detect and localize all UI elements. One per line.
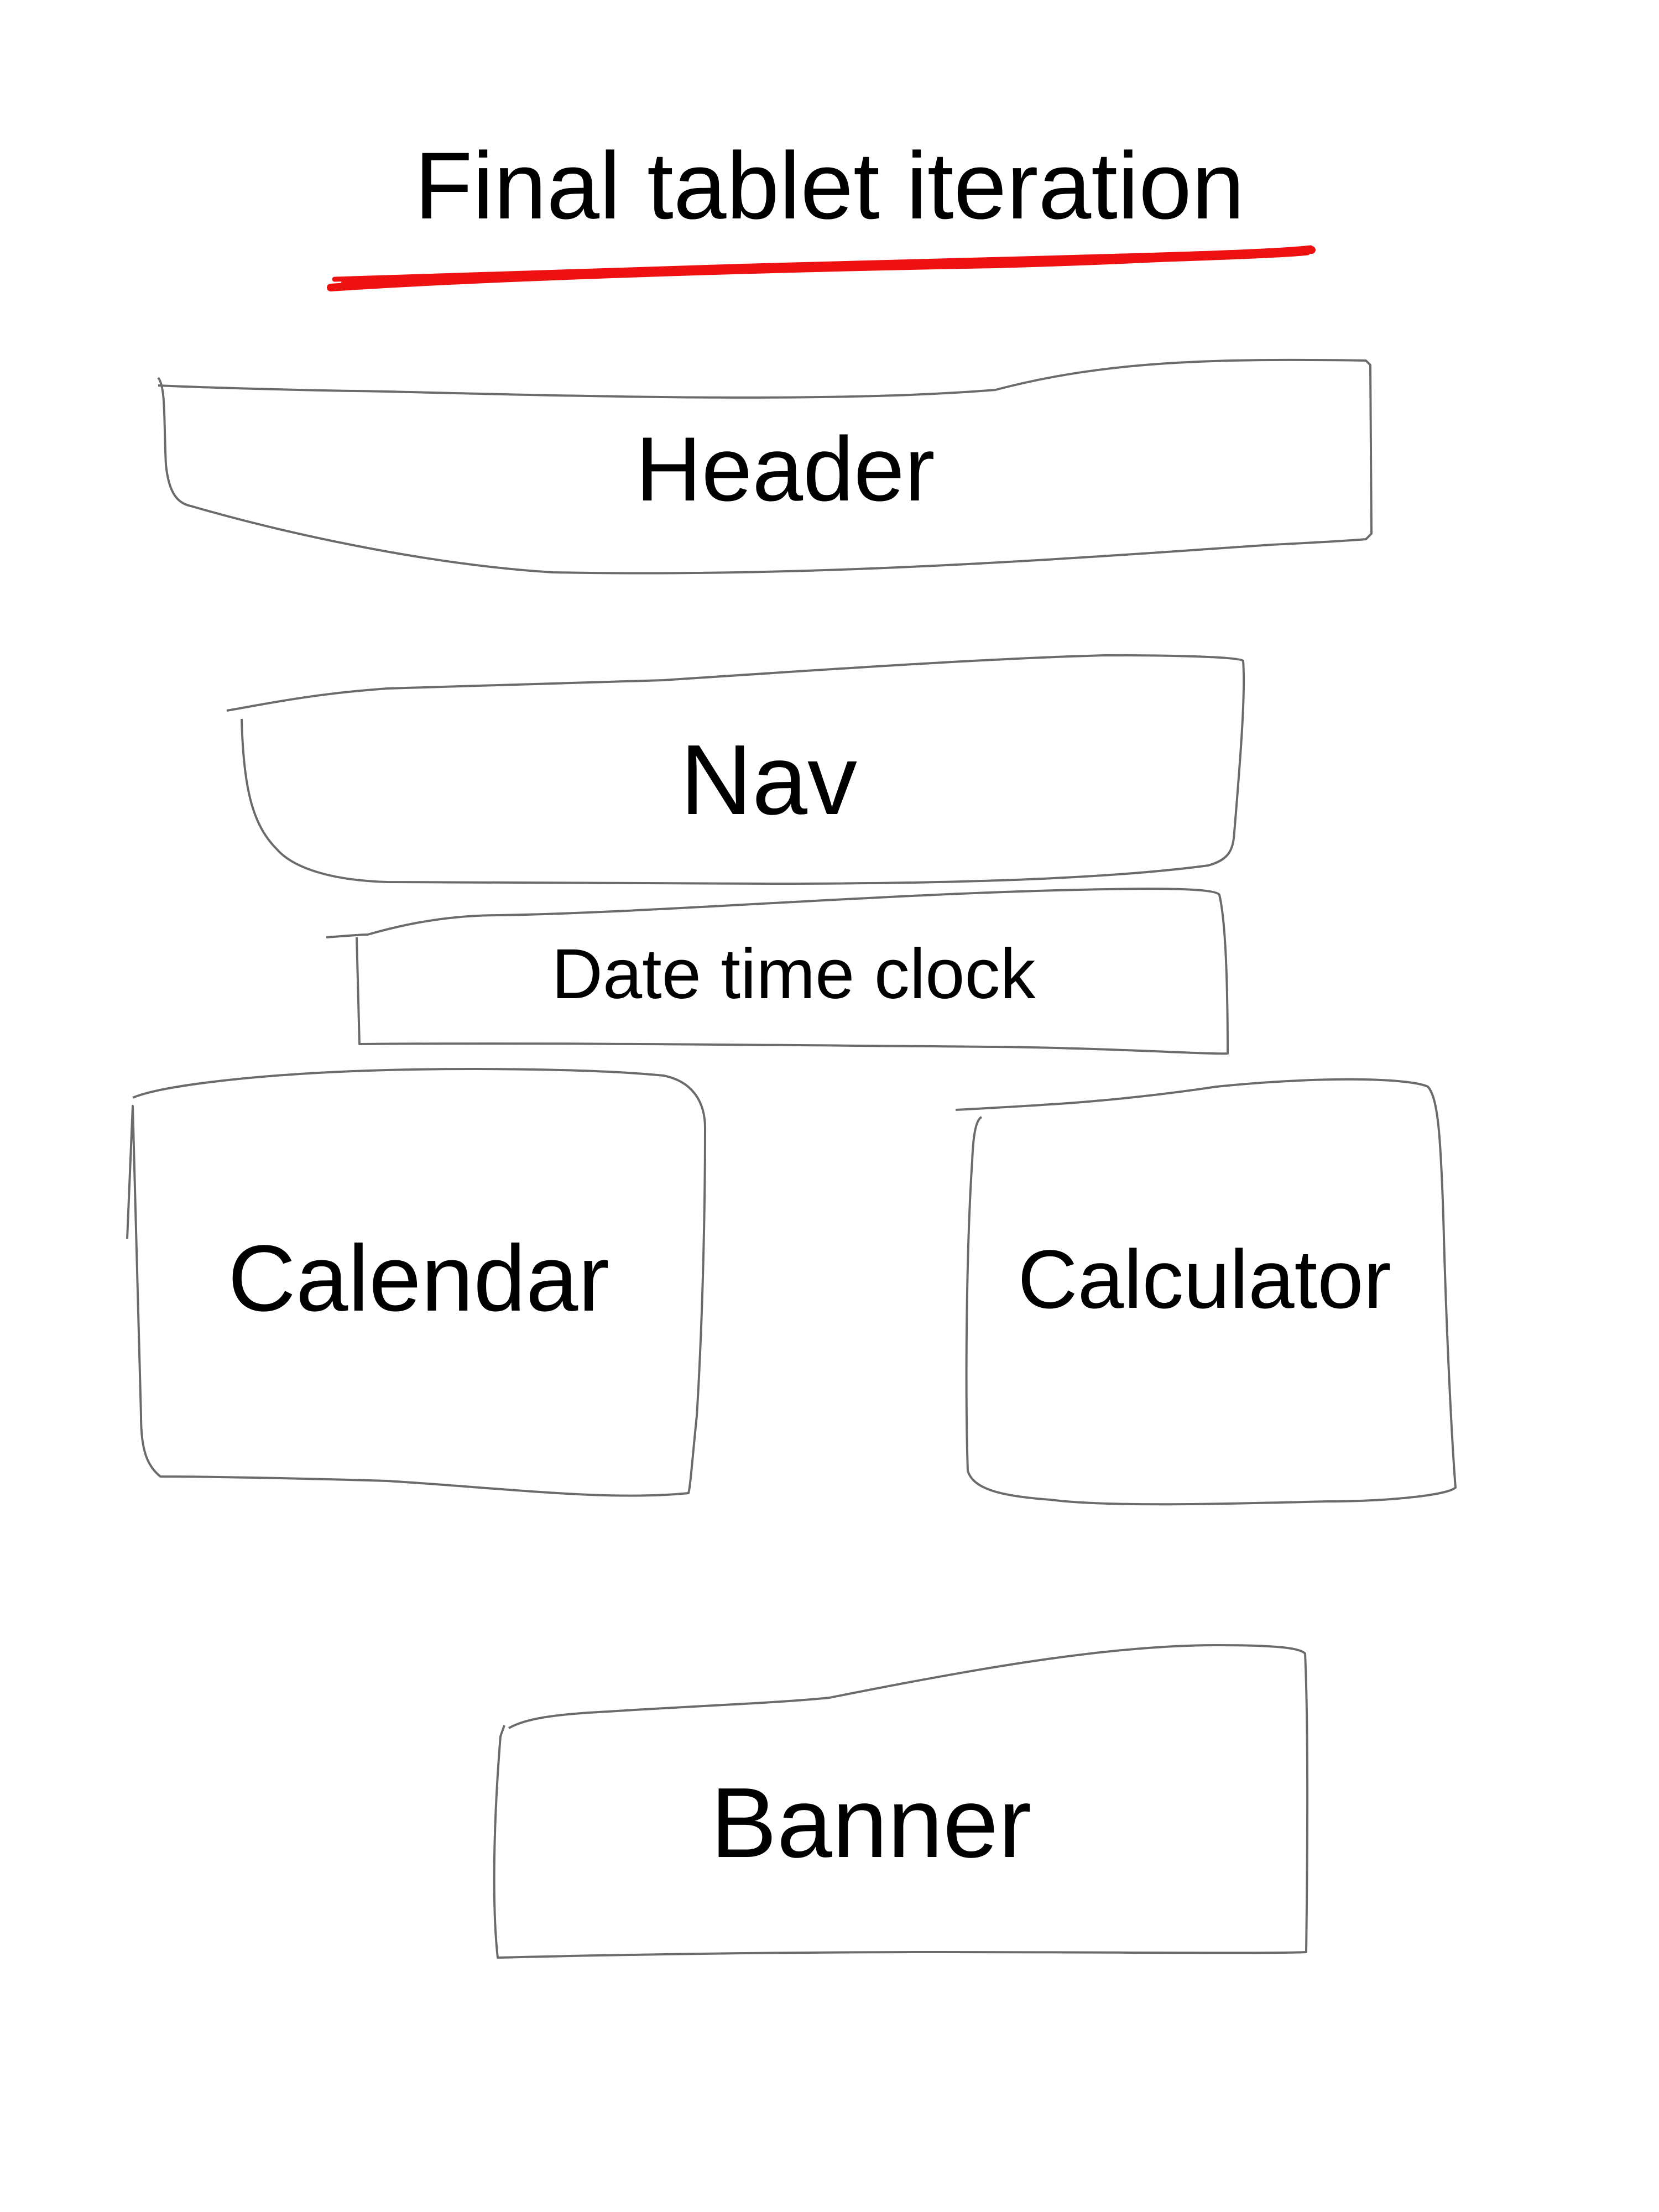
calculator-label: Calculator xyxy=(1018,1233,1391,1326)
calculator-box-outline xyxy=(955,1078,1457,1506)
date-time-clock-label: Date time clock xyxy=(552,935,1036,1014)
header-label: Header xyxy=(635,418,935,520)
calendar-label: Calendar xyxy=(228,1226,609,1331)
banner-label: Banner xyxy=(711,1767,1031,1879)
banner-box-outline xyxy=(493,1644,1309,1959)
title-underline xyxy=(327,245,1316,291)
nav-label: Nav xyxy=(680,724,857,836)
page-title: Final tablet iteration xyxy=(414,133,1244,239)
header-box-outline xyxy=(157,358,1373,575)
nav-box-outline xyxy=(226,654,1245,885)
calendar-box-outline xyxy=(126,1068,706,1497)
date-time-clock-box-outline xyxy=(326,888,1229,1055)
